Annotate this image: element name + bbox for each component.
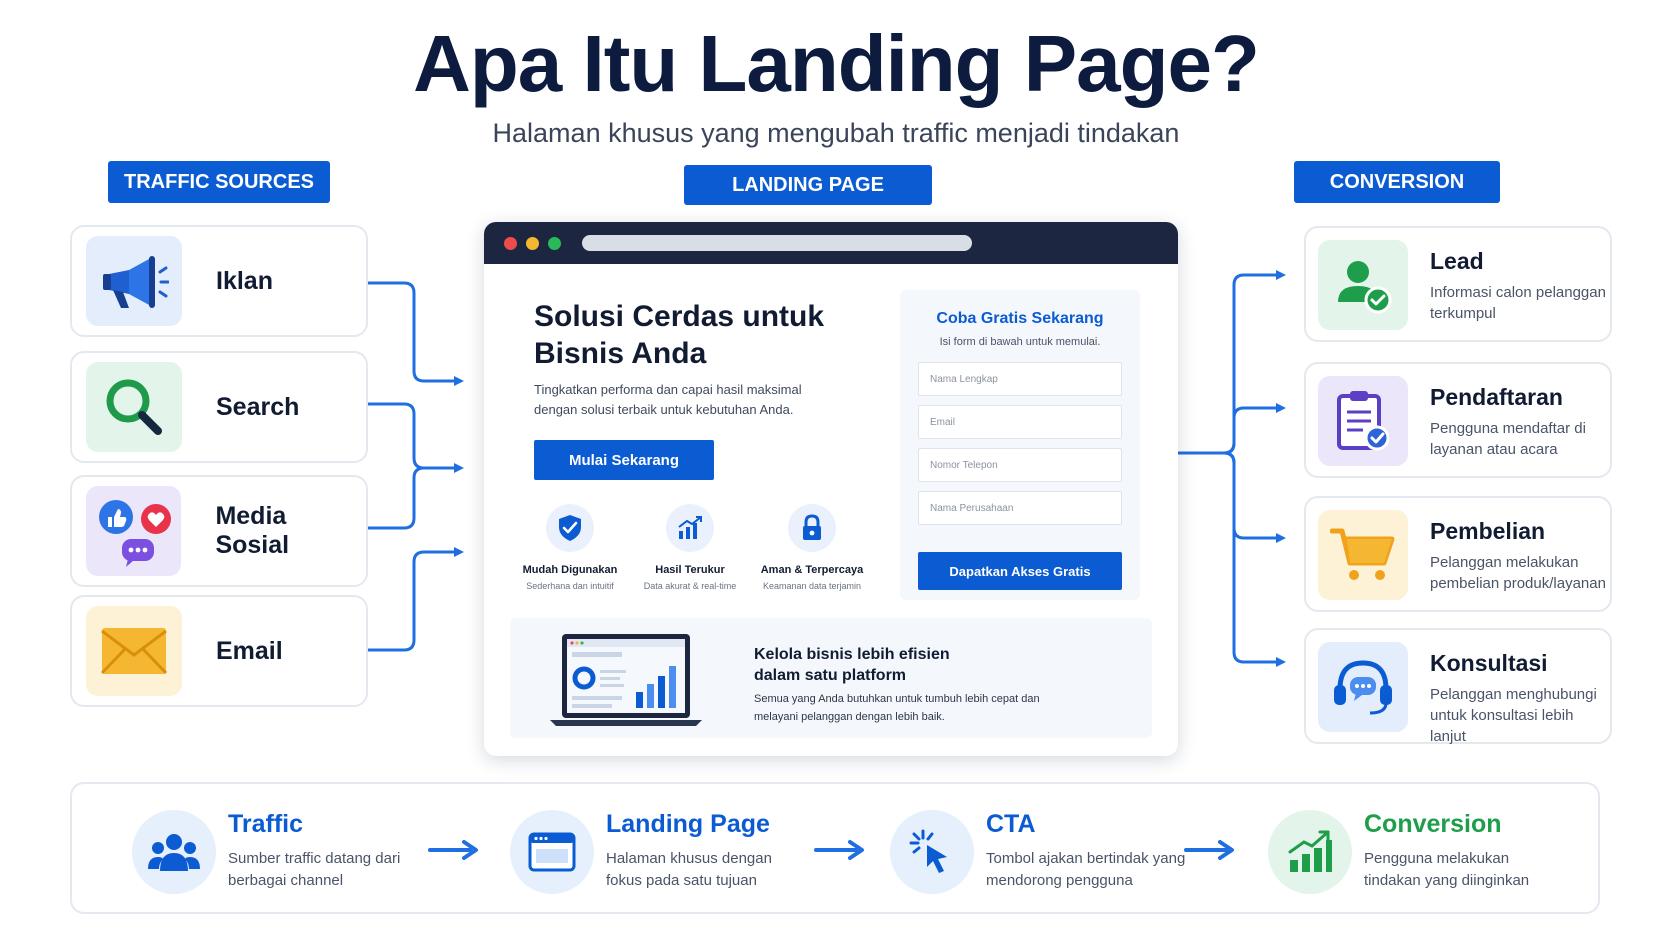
flow-title: Conversion (1364, 810, 1502, 838)
feature-secure: Aman & Terpercaya Keamanan data terjamin (750, 504, 874, 591)
laptop-dashboard-icon (550, 634, 702, 726)
flow-title: Traffic (228, 810, 304, 838)
platform-title: Kelola bisnis lebih efisien dalam satu p… (754, 646, 950, 684)
maximize-dot-icon (548, 236, 561, 250)
process-flow: Traffic Sumber traffic datang dari berba… (70, 782, 1600, 914)
conversion-badge: CONVERSION (1294, 161, 1500, 203)
signup-form: Coba Gratis Sekarang Isi form di bawah u… (900, 290, 1140, 600)
platform-panel: Kelola bisnis lebih efisien dalam satu p… (510, 618, 1152, 738)
hero-title: Solusi Cerdas untuk Bisnis Anda (534, 300, 825, 370)
source-label: Media Sosial (215, 502, 290, 559)
get-free-access-button[interactable]: Dapatkan Akses Gratis (918, 552, 1122, 590)
cursor-click-icon (890, 810, 974, 894)
source-label: Email (216, 636, 283, 665)
hero-description: Tingkatkan performa dan capai hasil maks… (534, 382, 802, 417)
browser-toolbar (484, 222, 1178, 264)
browser-icon (510, 810, 594, 894)
feature-measurable: Hasil Terukur Data akurat & real-time (628, 504, 752, 591)
search-icon (86, 362, 182, 452)
conversion-description: Informasi calon pelanggan terkumpul (1430, 284, 1606, 322)
megaphone-icon (86, 236, 182, 326)
conversion-description: Pengguna mendaftar di layanan atau acara (1430, 420, 1586, 458)
conversion-card-pendaftaran: Pendaftaran Pengguna mendaftar di layana… (1304, 362, 1612, 478)
clipboard-check-icon (1318, 376, 1408, 466)
feature-subtitle: Sederhana dan intuitif (526, 581, 614, 591)
feature-subtitle: Data akurat & real-time (643, 581, 737, 591)
source-card-iklan: Iklan (70, 225, 368, 337)
conversion-title: Konsultasi (1430, 650, 1548, 676)
page-subtitle: Halaman khusus yang mengubah traffic men… (492, 118, 1180, 148)
flow-title: CTA (986, 810, 1036, 838)
shield-check-icon (546, 504, 594, 552)
arrow-right-icon (428, 840, 478, 860)
conversion-description: Pelanggan melakukan pembelian produk/lay… (1430, 554, 1606, 592)
flow-description: Halaman khusus dengan fokus pada satu tu… (606, 850, 772, 889)
flow-description: Tombol ajakan bertindak yang mendorong p… (986, 850, 1186, 889)
feature-title: Mudah Digunakan (522, 564, 618, 576)
traffic-sources-badge: TRAFFIC SOURCES (108, 161, 330, 203)
cart-icon (1318, 510, 1408, 600)
flow-description: Sumber traffic datang dari berbagai chan… (228, 850, 401, 889)
conversion-title: Lead (1430, 248, 1484, 274)
conversion-title: Pembelian (1430, 518, 1546, 544)
close-dot-icon (504, 236, 517, 250)
platform-description: Semua yang Anda butuhkan untuk tumbuh le… (754, 693, 1040, 723)
form-title: Coba Gratis Sekarang (936, 310, 1104, 327)
source-label: Iklan (216, 266, 273, 295)
landing-page-mockup: Solusi Cerdas untuk Bisnis Anda Tingkatk… (484, 222, 1178, 756)
feature-title: Aman & Terpercaya (760, 564, 864, 576)
full-name-field[interactable] (918, 362, 1122, 396)
source-card-email: Email (70, 595, 368, 707)
landing-page-badge: LANDING PAGE (684, 165, 932, 205)
arrow-right-icon (1184, 840, 1234, 860)
envelope-icon (86, 606, 182, 696)
page-title: Apa Itu Landing Page? (413, 19, 1260, 108)
flow-description: Pengguna melakukan tindakan yang diingin… (1364, 850, 1530, 889)
conversion-title: Pendaftaran (1430, 384, 1563, 410)
lock-icon (788, 504, 836, 552)
source-label: Search (216, 392, 300, 421)
source-card-search: Search (70, 351, 368, 463)
start-now-button[interactable]: Mulai Sekarang (534, 440, 714, 480)
chart-growth-icon (666, 504, 714, 552)
users-icon (132, 810, 216, 894)
form-subtitle: Isi form di bawah untuk memulai. (939, 336, 1101, 348)
feature-easy: Mudah Digunakan Sederhana dan intuitif (508, 504, 632, 591)
conversion-card-pembelian: Pembelian Pelanggan melakukan pembelian … (1304, 496, 1612, 612)
source-card-media-sosial: Media Sosial (70, 475, 368, 587)
headset-icon (1318, 642, 1408, 732)
minimize-dot-icon (526, 236, 539, 250)
arrow-right-icon (814, 840, 864, 860)
conversion-description: Pelanggan menghubungi untuk konsultasi l… (1430, 686, 1597, 745)
company-field[interactable] (918, 491, 1122, 525)
feature-subtitle: Keamanan data terjamin (762, 581, 862, 591)
flow-title: Landing Page (606, 810, 770, 838)
bar-chart-up-icon (1268, 810, 1352, 894)
user-check-icon (1318, 240, 1408, 330)
social-media-icon (86, 486, 182, 576)
feature-title: Hasil Terukur (655, 564, 725, 576)
phone-field[interactable] (918, 448, 1122, 482)
conversion-card-konsultasi: Konsultasi Pelanggan menghubungi untuk k… (1304, 628, 1612, 745)
url-bar[interactable] (582, 235, 972, 251)
conversion-card-lead: Lead Informasi calon pelanggan terkumpul (1304, 226, 1612, 342)
email-field[interactable] (918, 405, 1122, 439)
